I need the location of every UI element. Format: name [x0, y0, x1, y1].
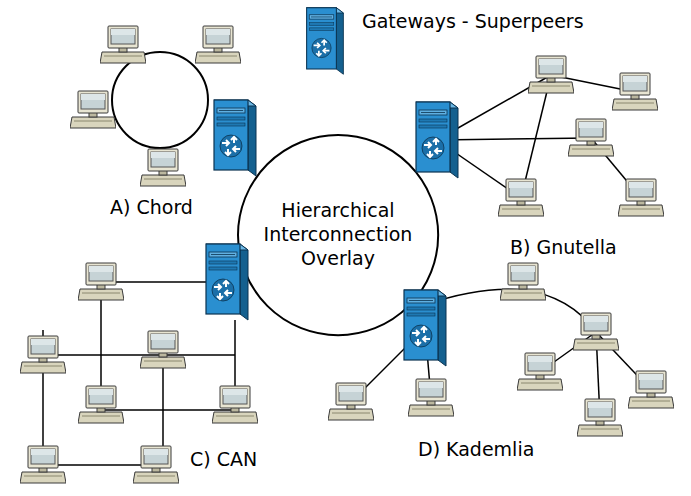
network-label: A) Chord [110, 196, 193, 220]
legend-server-icon [307, 8, 344, 75]
network-label: C) CAN [190, 448, 257, 472]
network-label: B) Gnutella [510, 236, 617, 260]
computer-icons [20, 26, 674, 483]
network-label: D) Kademlia [418, 438, 534, 462]
legend-text: Gateways - Superpeers [362, 10, 584, 32]
legend-entry: Gateways - Superpeers [362, 10, 584, 34]
overlay-title: Hierarchical Interconnection Overlay [252, 199, 424, 270]
